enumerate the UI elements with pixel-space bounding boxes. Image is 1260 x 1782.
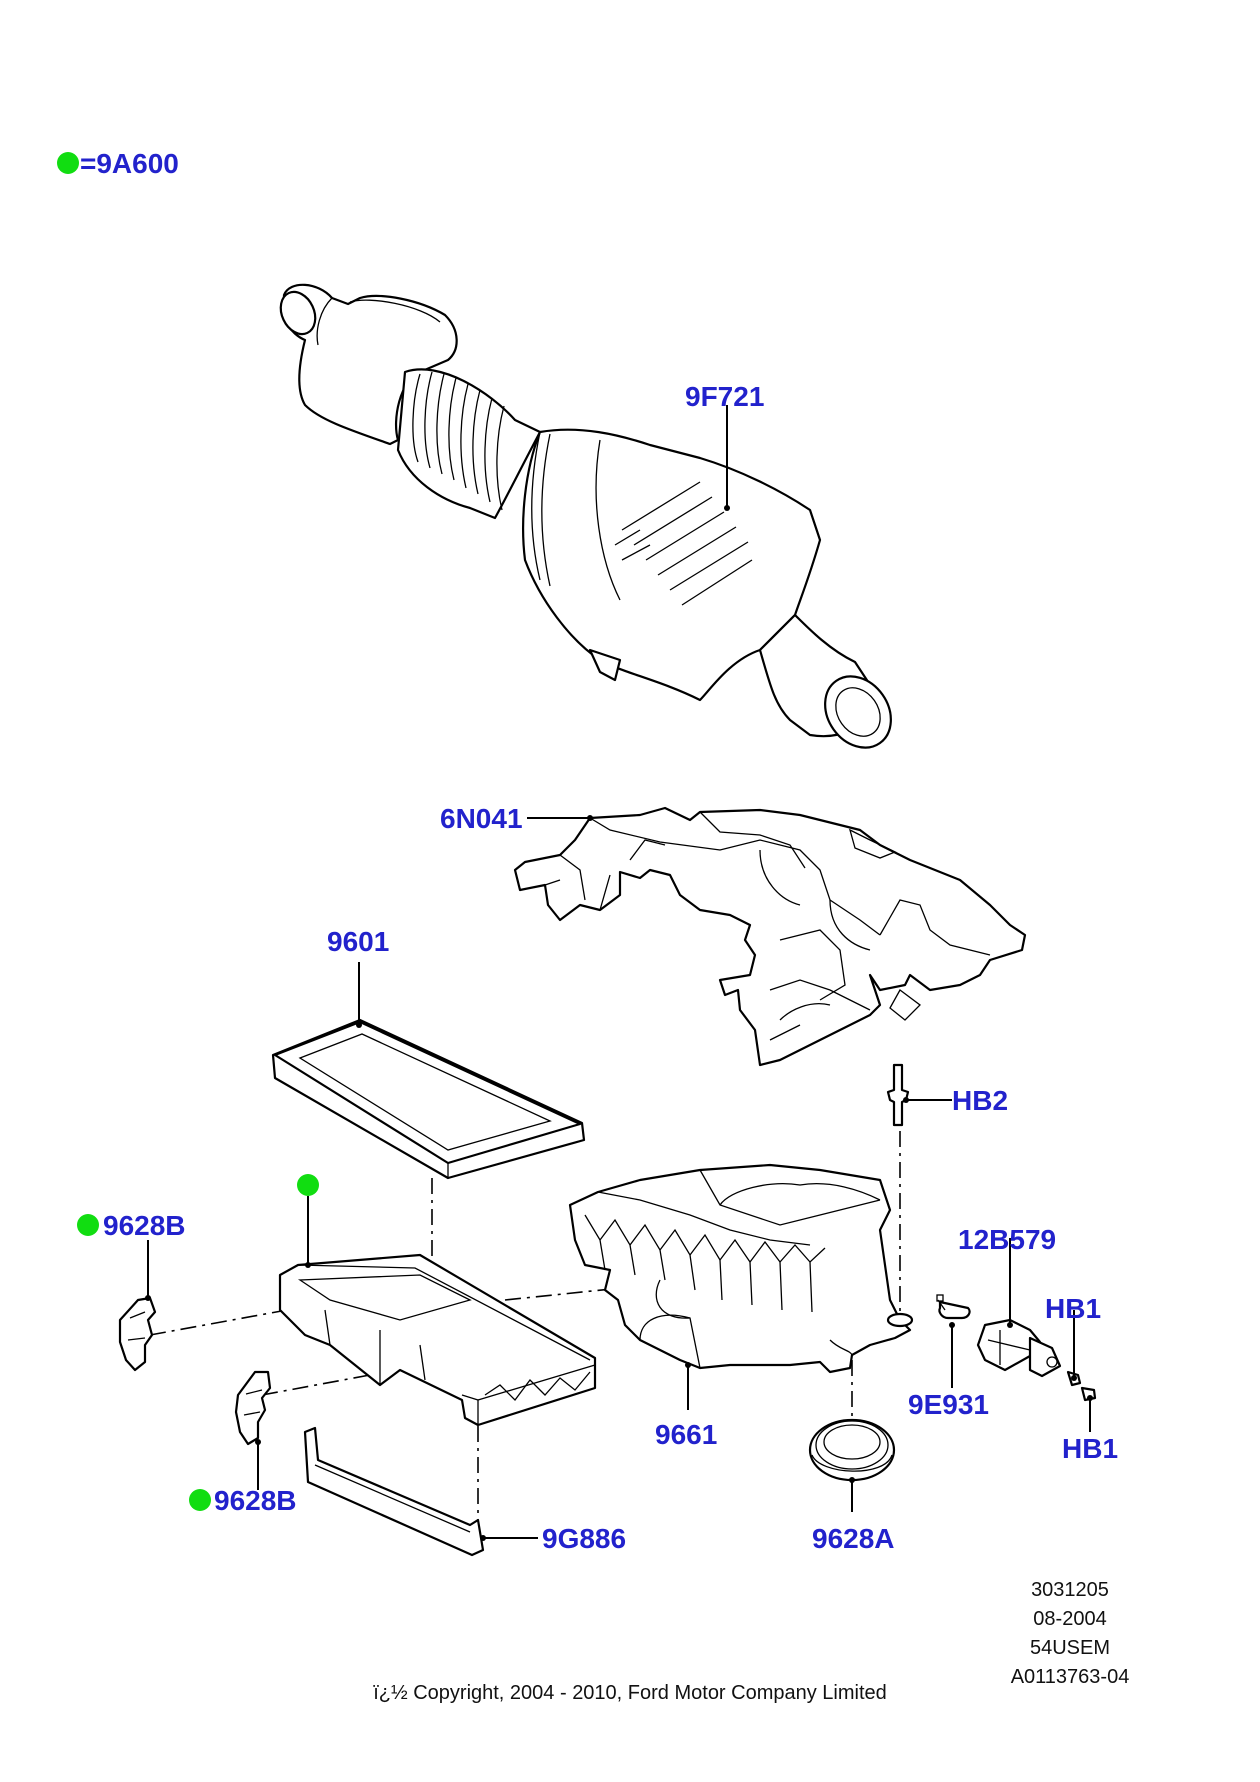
air-filter-9601[interactable]: [271, 1018, 586, 1180]
copyright-notice: ï¿½ Copyright, 2004 - 2010, Ford Motor C…: [373, 1682, 887, 1704]
seal-ring-9628A[interactable]: [808, 1418, 896, 1482]
green-dot-9628B-bottom: [189, 1489, 211, 1511]
seal-9G886[interactable]: [303, 1426, 485, 1557]
clip-9628B-bottom[interactable]: [234, 1370, 272, 1446]
legend-text: =9A600: [80, 148, 179, 179]
clip-9E931[interactable]: [936, 1294, 971, 1320]
label-9628B-bottom: 9628B: [214, 1485, 297, 1516]
duct-bellows: [396, 368, 542, 520]
label-HB2: HB2: [952, 1085, 1008, 1116]
label-9G886: 9G886: [542, 1523, 626, 1554]
drawing-date: 08-2004: [1033, 1608, 1107, 1630]
label-9628A: 9628A: [812, 1523, 895, 1554]
air-cleaner-housing-9661[interactable]: [568, 1163, 914, 1374]
drawing-code: 54USEM: [1029, 1637, 1111, 1659]
drawing-number: 3031205: [1031, 1579, 1109, 1601]
cover-6N041[interactable]: [513, 806, 1027, 1067]
drawing-info: 3031205 08-2004 54USEM A0113763-04: [1000, 1576, 1140, 1692]
housing-ribs: [614, 481, 753, 606]
sensor-12B579[interactable]: [976, 1318, 1062, 1378]
label-6N041: 6N041: [440, 803, 523, 834]
legend: =9A600: [57, 148, 179, 179]
label-HB1-top: HB1: [1045, 1293, 1101, 1324]
green-dot-9628B-top: [77, 1214, 99, 1236]
label-12B579: 12B579: [958, 1224, 1056, 1255]
air-intake-duct-9F721[interactable]: [274, 283, 904, 761]
legend-green-dot: [57, 152, 79, 174]
air-cleaner-tray[interactable]: [278, 1253, 597, 1427]
label-HB1-bottom: HB1: [1062, 1433, 1118, 1464]
label-9628B-top: 9628B: [103, 1210, 186, 1241]
label-9601: 9601: [327, 926, 389, 957]
screw-HB2[interactable]: [886, 1063, 910, 1127]
green-dot-tray: [297, 1174, 319, 1196]
clip-9628B-top[interactable]: [118, 1296, 157, 1372]
drawing-reference: A0113763-04: [1010, 1666, 1130, 1688]
label-9661: 9661: [655, 1419, 717, 1450]
label-9E931: 9E931: [908, 1389, 989, 1420]
label-9F721: 9F721: [685, 381, 764, 412]
